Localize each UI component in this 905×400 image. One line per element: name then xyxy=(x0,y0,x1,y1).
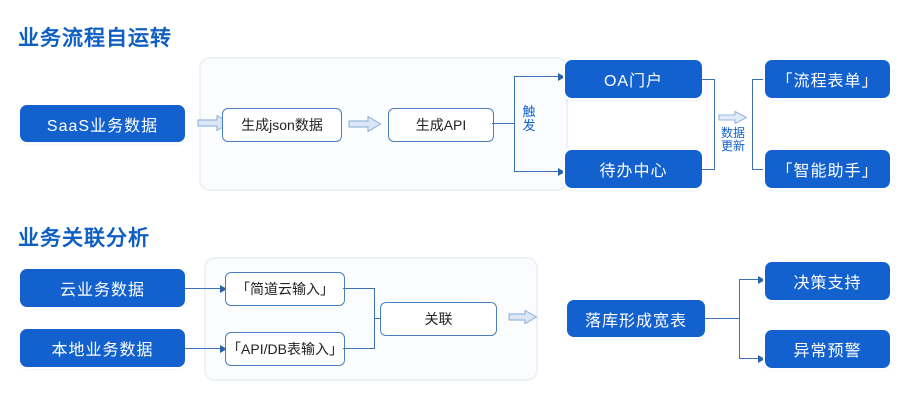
merge-line-top xyxy=(702,79,715,81)
output-line-bottom xyxy=(752,169,766,171)
trigger-bracket-vertical xyxy=(514,76,516,172)
trigger-label: 触发 xyxy=(522,104,536,133)
arrowhead-local-input xyxy=(220,344,227,353)
output-smart-assistant[interactable]: 「智能助手」 xyxy=(765,150,890,188)
store-arrowhead-top xyxy=(758,275,765,284)
input-jiandaoyun[interactable]: 「简道云输入」 xyxy=(225,272,345,306)
trigger-arrowhead-bottom xyxy=(558,167,565,176)
target-oa-portal[interactable]: OA门户 xyxy=(565,60,702,98)
section-2-title: 业务关联分析 xyxy=(18,227,150,250)
step-store-wide-table[interactable]: 落库形成宽表 xyxy=(567,300,705,337)
join-line-top xyxy=(343,288,375,290)
output-anomaly-alert[interactable]: 异常预警 xyxy=(765,330,890,368)
section-1-title: 业务流程自运转 xyxy=(18,27,172,50)
trigger-branch-top xyxy=(514,76,561,78)
merge-line-bottom xyxy=(702,169,715,171)
step-generate-api[interactable]: 生成API xyxy=(388,108,494,142)
store-stem-line xyxy=(705,318,740,320)
connector-cloud-to-input xyxy=(185,288,223,290)
step-generate-json[interactable]: 生成json数据 xyxy=(222,108,342,142)
trigger-arrowhead-top xyxy=(558,72,565,81)
flow-arrow-step1-to-step2 xyxy=(348,115,382,133)
input-api-db-table[interactable]: 「API/DB表输入」 xyxy=(225,332,345,366)
source-local-data[interactable]: 本地业务数据 xyxy=(20,329,185,367)
source-saas-data[interactable]: SaaS业务数据 xyxy=(20,105,185,142)
output-line-top xyxy=(752,79,766,81)
output-process-form[interactable]: 「流程表单」 xyxy=(765,60,890,98)
flow-arrow-join-to-store xyxy=(508,309,538,325)
connector-local-to-input xyxy=(185,348,223,350)
step-join[interactable]: 关联 xyxy=(380,302,497,336)
store-branch-bottom xyxy=(739,358,762,360)
store-branch-top xyxy=(739,279,762,281)
store-arrowhead-bottom xyxy=(758,354,765,363)
output-bracket-vertical xyxy=(752,79,754,170)
source-cloud-data[interactable]: 云业务数据 xyxy=(20,269,185,307)
store-bracket-vertical xyxy=(739,279,741,359)
target-todo-center[interactable]: 待办中心 xyxy=(565,150,702,188)
data-update-label: 数据更新 xyxy=(720,126,745,153)
trigger-branch-bottom xyxy=(514,171,561,173)
data-update-arrow xyxy=(718,110,748,125)
join-line-bottom xyxy=(343,348,375,350)
trigger-stem-line xyxy=(492,123,515,125)
merge-bracket-vertical xyxy=(714,79,716,170)
output-decision-support[interactable]: 决策支持 xyxy=(765,262,890,300)
arrowhead-cloud-input xyxy=(220,284,227,293)
